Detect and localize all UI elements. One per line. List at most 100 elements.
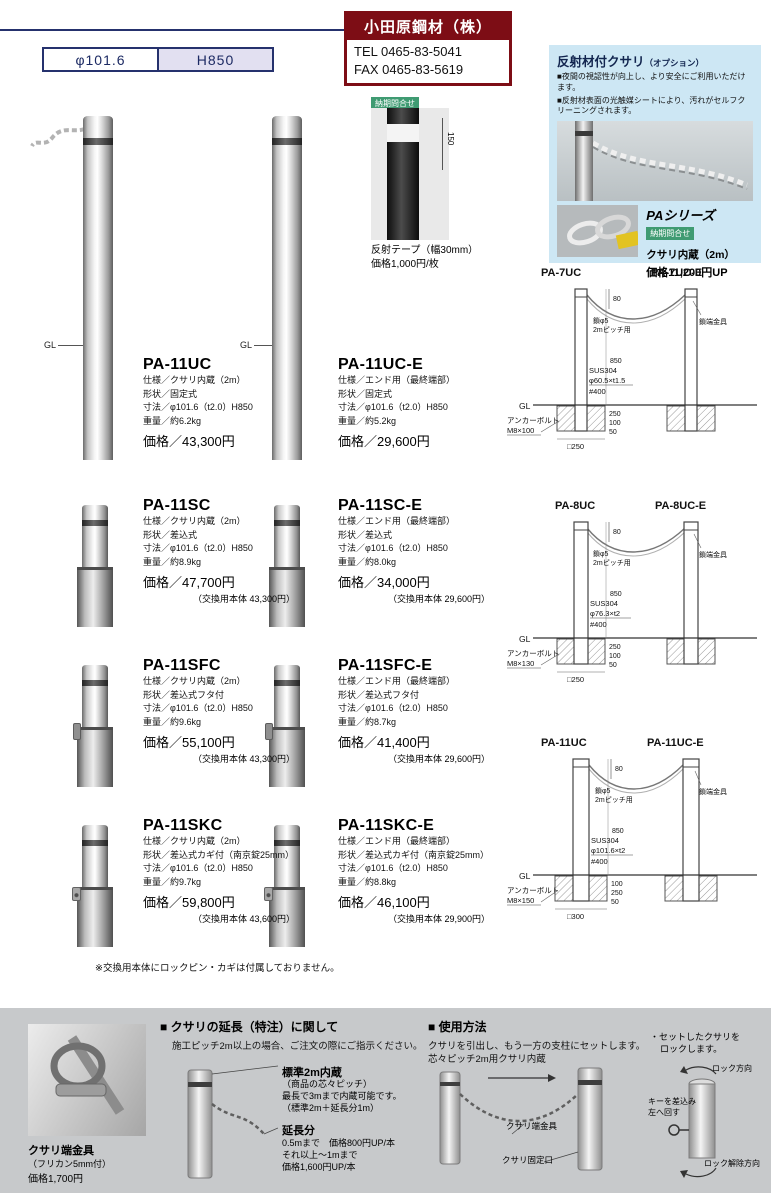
ext-label-combo: （標準2m＋延長分1m） bbox=[282, 1103, 380, 1113]
dim-height: 850 bbox=[610, 591, 622, 598]
extension-heading: ■ クサリの延長（特注）に関して bbox=[160, 1020, 339, 1034]
drawing-model-right: PA-7UC-E bbox=[651, 267, 702, 279]
product-spec: 寸法／φ101.6（t2.0）H850 bbox=[338, 703, 448, 713]
company-tel: TEL 0465-83-5041 bbox=[354, 44, 462, 59]
product-card-pa-11sc-e: PA-11SC-E 仕様／エンド用（最終端部） 形状／差込式 寸法／φ101.6… bbox=[338, 497, 496, 605]
fitting-title: クサリ端金具 bbox=[28, 1145, 94, 1157]
bollard-photo-pa-11sfc bbox=[72, 665, 118, 787]
header-rule bbox=[0, 29, 345, 31]
bollard-photo-pa-11skc-e bbox=[264, 825, 310, 947]
exchange-body-price: （交換用本体 29,600円） bbox=[387, 754, 490, 764]
product-model: PA-11SFC bbox=[143, 657, 221, 674]
bollard-photo-pa-11uc-e bbox=[272, 116, 302, 460]
tape-price: 価格1,000円/枚 bbox=[371, 259, 439, 270]
product-spec: 仕様／クサリ内蔵（2m） bbox=[143, 516, 246, 526]
company-contact: TEL 0465-83-5041 FAX 0465-83-5619 bbox=[347, 40, 509, 83]
usage-diagram bbox=[439, 1067, 603, 1171]
anchor-label: アンカーボルト bbox=[507, 886, 559, 895]
chain-slot-ring bbox=[83, 138, 113, 145]
pipe-spec-label: φ76.3×t2 bbox=[590, 609, 620, 618]
finish-label: #400 bbox=[591, 857, 608, 866]
chain-spec: 鎖φ5 bbox=[593, 316, 609, 325]
tape-dimension: 150 bbox=[442, 118, 455, 170]
reflective-chain-option-box: 反射材付クサリ（オプション） ■夜間の視認性が向上し、より安全にご利用いただけま… bbox=[549, 45, 761, 279]
product-spec: 形状／差込式 bbox=[338, 529, 393, 540]
product-spec: 重量／約5.2kg bbox=[338, 415, 397, 426]
spec-table: φ101.6 H850 bbox=[42, 47, 274, 72]
unlock-direction-label: ロック解除方向 bbox=[704, 1159, 760, 1168]
material-label: SUS304 bbox=[590, 599, 618, 608]
ext-label-extra: 延長分 bbox=[282, 1125, 315, 1137]
chain-pitch: 2mピッチ用 bbox=[593, 326, 631, 334]
pipe-spec-label: φ101.6×t2 bbox=[591, 846, 625, 855]
dim-depth3: 50 bbox=[611, 899, 619, 906]
product-spec: 寸法／φ101.6（t2.0）H850 bbox=[143, 863, 253, 873]
lock-note-1: ・セットしたクサリを bbox=[650, 1032, 741, 1042]
product-card-pa-11sfc: PA-11SFC 仕様／クサリ内蔵（2m） 形状／差込式フタ付 寸法／φ101.… bbox=[143, 657, 301, 765]
dim-base: □250 bbox=[567, 442, 584, 451]
drawing-model-right: PA-11UC-E bbox=[647, 737, 704, 749]
fitting-price: 価格1,700円 bbox=[28, 1174, 84, 1185]
product-model: PA-11SC-E bbox=[338, 497, 423, 514]
product-model: PA-11UC-E bbox=[338, 356, 424, 373]
key-instruction-1: キーを差込み bbox=[648, 1097, 696, 1106]
product-spec: 重量／約8.9kg bbox=[143, 556, 202, 567]
dim-depth1: 250 bbox=[609, 644, 621, 651]
product-spec: 形状／固定式 bbox=[338, 388, 393, 399]
product-model: PA-11UC bbox=[143, 356, 212, 373]
product-card-pa-11sc: PA-11SC 仕様／クサリ内蔵（2m） 形状／差込式 寸法／φ101.6（t2… bbox=[143, 497, 301, 605]
product-card-pa-11uc: PA-11UC 仕様／クサリ内蔵（2m） 形状／固定式 寸法／φ101.6（t2… bbox=[143, 356, 301, 450]
company-fax: FAX 0465-83-5619 bbox=[354, 62, 464, 78]
ext-price-1: 0.5mまで 価格800円UP/本 bbox=[282, 1138, 396, 1148]
spec-height: H850 bbox=[157, 49, 272, 70]
dim-top: 80 bbox=[615, 766, 623, 773]
product-price: 価格／29,600円 bbox=[338, 434, 430, 449]
anchor-size: M8×100 bbox=[507, 426, 534, 435]
bollard-photo-pa-11skc bbox=[72, 825, 118, 947]
bollard-photo-pa-11sc-e bbox=[264, 505, 310, 627]
option-bullet-2: ■反射材表面の光触媒シートにより、汚れがセルフクリーニングされます。 bbox=[557, 95, 746, 116]
product-spec: 重量／約8.0kg bbox=[338, 556, 397, 567]
tech-drawing-pa8: PA-8UC PA-8UC-E 80 850 鎖φ5 2mピッチ用 鎖端金具 S… bbox=[507, 500, 757, 684]
company-name: 小田原鋼材（株） bbox=[347, 14, 509, 40]
fitting-sub: （フリカン5mm付） bbox=[28, 1159, 111, 1169]
gl-tick bbox=[254, 345, 272, 346]
product-spec: 形状／差込式カギ付（南京錠25mm） bbox=[143, 849, 295, 860]
dim-depth2: 250 bbox=[611, 890, 623, 897]
product-price: 価格／55,100円 bbox=[143, 735, 235, 750]
product-spec: 仕様／クサリ内蔵（2m） bbox=[143, 676, 246, 686]
chain-closeup-photo bbox=[557, 205, 639, 258]
chain-spec: 鎖φ5 bbox=[593, 549, 609, 558]
product-spec: 形状／差込式フタ付 bbox=[338, 689, 420, 700]
chain-spec: 鎖φ5 bbox=[595, 786, 611, 795]
product-spec: 形状／固定式 bbox=[143, 388, 198, 399]
lid-flap bbox=[73, 723, 81, 740]
product-spec: 寸法／φ101.6（t2.0）H850 bbox=[143, 703, 253, 713]
product-model: PA-11SKC bbox=[143, 817, 223, 834]
gl-label: GL bbox=[519, 634, 531, 644]
exchange-body-price: （交換用本体 43,300円） bbox=[192, 754, 295, 764]
usage-heading: ■ 使用方法 bbox=[428, 1020, 487, 1034]
option-title-text: 反射材付クサリ bbox=[557, 55, 645, 69]
yellow-fitting bbox=[615, 231, 639, 250]
chain-slot-ring bbox=[272, 138, 302, 145]
product-spec: 重量／約6.2kg bbox=[143, 415, 202, 426]
product-spec: 寸法／φ101.6（t2.0）H850 bbox=[338, 402, 448, 412]
lead-time-badge: 納期問合せ bbox=[646, 227, 695, 241]
bollard-photo-pa-11sc bbox=[72, 505, 118, 627]
product-spec: 寸法／φ101.6（t2.0）H850 bbox=[143, 543, 253, 553]
product-model: PA-11SFC-E bbox=[338, 657, 433, 674]
product-spec: 寸法／φ101.6（t2.0）H850 bbox=[143, 402, 253, 412]
chain-image bbox=[591, 141, 748, 191]
anchor-label: アンカーボルト bbox=[507, 649, 559, 658]
exchange-body-price: （交換用本体 43,600円） bbox=[192, 914, 295, 924]
end-fitting-label: 鎖端金具 bbox=[699, 787, 727, 796]
pipe-spec-label: φ60.5×t1.5 bbox=[589, 376, 625, 385]
dim-height: 850 bbox=[612, 828, 624, 835]
end-fitting-label: 鎖端金具 bbox=[699, 317, 727, 326]
spec-diameter: φ101.6 bbox=[75, 51, 126, 68]
bollard-photo-pa-11sfc-e bbox=[264, 665, 310, 787]
gl-label: GL bbox=[519, 401, 531, 411]
padlock-hasp bbox=[72, 887, 81, 901]
exchange-body-price: （交換用本体 29,900円） bbox=[387, 914, 490, 924]
